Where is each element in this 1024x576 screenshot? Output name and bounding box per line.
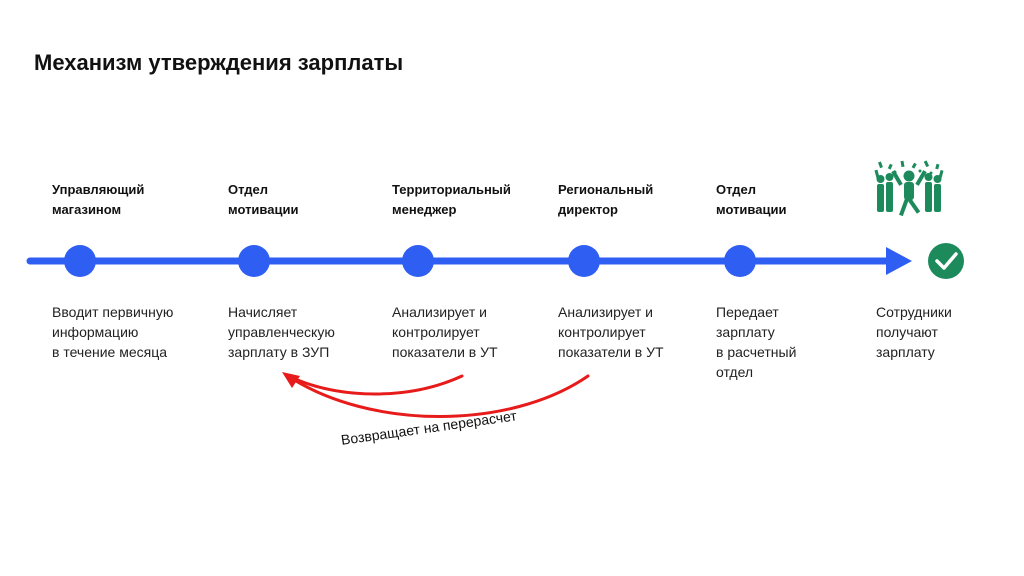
- step-node-5: [724, 245, 756, 277]
- return-arrow-from-territorial: [286, 374, 464, 396]
- page-title: Механизм утверждения зарплаты: [34, 50, 404, 75]
- step-node-1: [64, 245, 96, 277]
- return-arrow-from-regional: [286, 374, 590, 418]
- step-node-4: [568, 245, 600, 277]
- step-node-2: [238, 245, 270, 277]
- celebrating-crowd-icon: [874, 160, 944, 217]
- step-node-3: [402, 245, 434, 277]
- check-icon: [928, 243, 964, 279]
- timeline-arrowhead: [886, 247, 912, 275]
- return-arrowhead: [282, 372, 300, 388]
